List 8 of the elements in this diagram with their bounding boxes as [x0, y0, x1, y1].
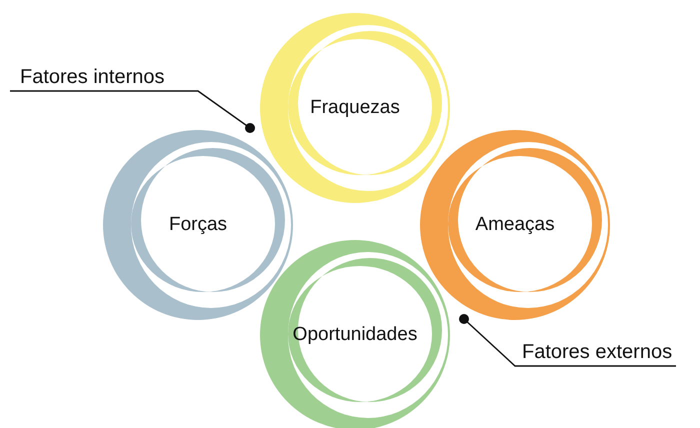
callout-label: Fatores internos [20, 65, 165, 89]
leader-line [10, 90, 255, 133]
leader-line [459, 314, 676, 367]
callout-label: Fatores externos [522, 340, 672, 364]
circle-label: Fraquezas [310, 97, 400, 119]
circle-label: Ameaças [475, 214, 555, 236]
circle-label: Oportunidades [292, 324, 418, 346]
circle-label: Forças [168, 214, 228, 236]
